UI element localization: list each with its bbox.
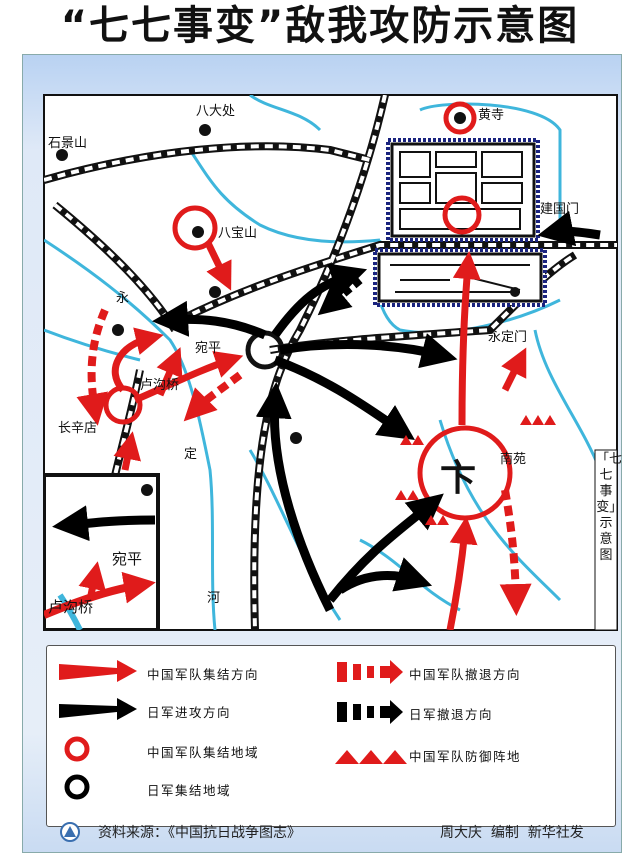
place-shijingshan: 石景山 <box>48 136 88 151</box>
place-yongdingmen: 永定门 <box>488 330 528 345</box>
place-lugouqiao: 卢沟桥 <box>140 378 180 393</box>
inset-wanping: 宛平 <box>112 550 143 568</box>
legend-label: 中国军队撤退方向 <box>409 667 522 682</box>
side-label-box <box>594 449 618 631</box>
inset-lugouqiao: 卢沟桥 <box>48 598 94 616</box>
japanese-attack-arrows <box>152 210 601 613</box>
place-yong: 永 <box>116 291 130 306</box>
place-huangsi: 黄寺 <box>478 108 505 123</box>
legend-label: 中国军队防御阵地 <box>409 749 522 764</box>
place-ding: 定 <box>184 447 198 462</box>
red-arrow-icon <box>59 660 137 682</box>
nanyuan-fort-glyph: 卞 <box>440 458 476 499</box>
black-arrow-icon <box>59 698 137 720</box>
chinese-defense-positions <box>395 415 556 525</box>
red-triangles-icon <box>335 750 407 764</box>
legend-label: 日军撤退方向 <box>409 707 494 722</box>
credit-note: 周大庆 编制 新华社发 <box>440 825 584 841</box>
map-title: “七七事变”敌我攻防示意图 <box>60 3 580 49</box>
japanese-retreat-arrow <box>317 276 363 316</box>
place-badachu: 八大处 <box>196 104 236 119</box>
place-changxindian: 长辛店 <box>58 421 98 436</box>
chinese-concentration-arrows <box>111 241 527 630</box>
place-babaoshan: 八宝山 <box>218 226 258 241</box>
legend-label: 中国军队集结方向 <box>147 667 260 682</box>
red-circle-icon <box>64 736 90 762</box>
source-note: 资料来源：《中国抗日战争图志》 <box>98 825 301 841</box>
place-jianguomen: 建国门 <box>540 202 580 217</box>
place-nanyuan: 南苑 <box>500 452 527 467</box>
legend: 中国军队集结方向 日军进攻方向 中国军队集结地域 日军集结地域 中国军队撤退方向… <box>46 645 616 827</box>
legend-label: 日军集结地域 <box>147 783 232 798</box>
chinese-retreat-arrows <box>76 308 532 616</box>
legend-label: 中国军队集结地域 <box>147 745 260 760</box>
legend-label: 日军进攻方向 <box>147 705 232 720</box>
side-label: 「七七事变」示意图 <box>596 452 623 563</box>
place-he: 河 <box>207 591 221 606</box>
inset-map <box>44 473 160 630</box>
red-dashed-arrow-icon <box>337 660 403 684</box>
black-circle-icon <box>64 774 90 800</box>
black-dashed-arrow-icon <box>337 700 403 724</box>
publisher-logo-icon <box>60 822 80 842</box>
place-wanping: 宛平 <box>195 341 222 356</box>
beiping-city <box>373 138 547 307</box>
